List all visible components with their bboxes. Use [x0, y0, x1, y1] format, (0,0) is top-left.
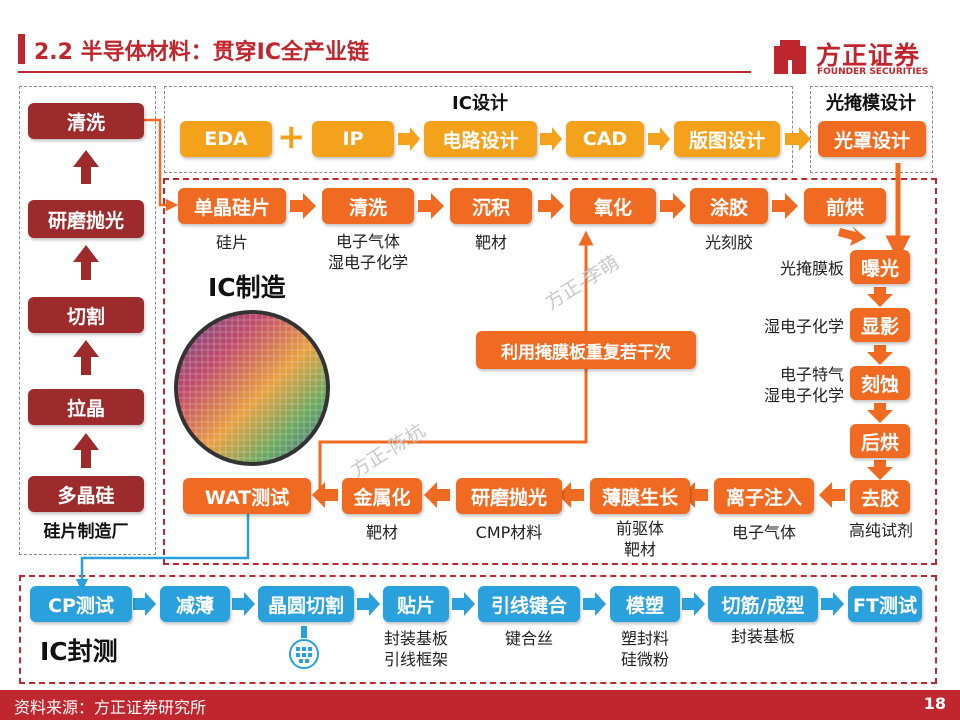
logo-text-en: FOUNDER SECURITIES	[817, 67, 929, 77]
plus-icon: +	[277, 117, 306, 157]
pkg-material-die-attach: 封装基板 引线框架	[366, 628, 466, 670]
logo-mark-icon	[774, 40, 806, 74]
material-silica-powder: 硅微粉	[620, 650, 669, 669]
title-underline	[18, 71, 751, 73]
company-logo: 方正证券 FOUNDER SECURITIES	[770, 36, 950, 82]
fab-material-cleaning: 电子气体 湿电子化学	[318, 231, 418, 273]
photomask-frame	[810, 86, 933, 173]
fab-right-arrows	[867, 287, 893, 480]
pkg-material-substrate: 封装基板	[730, 627, 795, 646]
wafer-step-polysilicon: 多晶硅	[28, 476, 144, 512]
wafer-fab-caption: 硅片制造厂	[43, 522, 129, 542]
pkg-step-dicing: 晶圆切割	[258, 586, 354, 622]
fab-material-photomask: 光掩膜板	[779, 259, 844, 278]
pkg-step-molding: 模塑	[610, 586, 680, 622]
wafer-step-cleaning: 清洗	[28, 103, 144, 139]
fab-step-wat-test: WAT测试	[183, 478, 311, 514]
fab-step-cleaning: 清洗	[322, 188, 414, 224]
fab-step-single-crystal: 单晶硅片	[178, 188, 286, 224]
wafer-fab-frame	[19, 86, 156, 555]
pkg-material-molding: 塑封料 硅微粉	[595, 628, 695, 670]
pkg-step-thinning: 减薄	[160, 586, 230, 622]
pkg-step-trim-form: 切筋/成型	[708, 586, 818, 622]
design-row-arrows	[398, 127, 811, 151]
fab-material-metallization: 靶材	[365, 523, 398, 542]
ic-manufacturing-frame	[163, 178, 937, 565]
fab-step-coating: 涂胶	[690, 188, 768, 224]
ic-packaging-frame	[19, 575, 937, 684]
fab-step-film-growth: 薄膜生长	[590, 478, 690, 514]
repeat-mask-note: 利用掩膜板重复若干次	[476, 331, 696, 369]
fab-material-electronic-gas: 电子气体	[731, 523, 796, 542]
fab-step-strip: 去胶	[850, 480, 910, 514]
page-title: 2.2 半导体材料：贯穿IC全产业链	[34, 40, 369, 65]
ic-packaging-title: IC封测	[40, 637, 118, 666]
pkg-step-die-attach: 贴片	[383, 586, 449, 622]
fab-material-film-growth: 前驱体 靶材	[590, 518, 690, 560]
material-lead-frame: 引线框架	[383, 650, 448, 669]
fab-step-exposure: 曝光	[850, 250, 910, 284]
fab-material-etch: 电子特气 湿电子化学	[734, 364, 844, 406]
material-specialty-gas: 电子特气	[779, 365, 844, 384]
wafer-step-crystal-pulling: 拉晶	[28, 389, 144, 425]
design-step-eda: EDA	[180, 121, 272, 157]
fab-material-target: 靶材	[474, 233, 507, 252]
fab-material-cmp: CMP材料	[475, 523, 543, 542]
fab-step-metallization: 金属化	[342, 478, 422, 514]
bake-to-exposure-arrow	[838, 226, 866, 246]
wafer-step-cutting: 切割	[28, 297, 144, 333]
fab-step-deposition: 沉积	[450, 188, 532, 224]
photomask-title: 光掩模设计	[826, 93, 916, 114]
fab-step-oxidation: 氧化	[570, 188, 656, 224]
packaging-arrows	[133, 592, 844, 616]
fab-step-ion-implant: 离子注入	[714, 478, 814, 514]
material-package-substrate: 封装基板	[383, 629, 448, 648]
ic-manufacturing-title: IC制造	[208, 273, 286, 302]
wafer-image	[174, 310, 330, 466]
logo-text-cn: 方正证券	[816, 41, 921, 70]
fab-step-etch: 刻蚀	[850, 366, 910, 400]
material-target-2: 靶材	[623, 540, 656, 559]
fab-material-high-purity: 高纯试剂	[848, 521, 913, 540]
design-step-cad: CAD	[566, 121, 644, 157]
material-precursor: 前驱体	[615, 519, 664, 538]
design-step-layout: 版图设计	[674, 121, 780, 157]
photomask-step: 光罩设计	[818, 121, 926, 157]
fab-step-postbake: 后烘	[850, 424, 910, 458]
material-wet-chemicals-2: 湿电子化学	[763, 386, 844, 405]
wafer-up-arrows	[73, 150, 99, 468]
fab-to-packaging-connector	[75, 510, 250, 592]
footer-bar	[0, 690, 960, 720]
pkg-material-bond-wire: 键合丝	[504, 629, 553, 648]
material-epoxy-molding: 塑封料	[620, 629, 669, 648]
pkg-step-cp-test: CP测试	[30, 586, 132, 622]
design-step-ip: IP	[312, 121, 394, 157]
wafer-to-fab-connector	[144, 118, 179, 212]
fab-top-arrows	[290, 193, 798, 219]
pkg-step-ft-test: FT测试	[848, 586, 922, 622]
material-electronic-gas: 电子气体	[335, 232, 400, 251]
design-step-circuit: 电路设计	[424, 121, 537, 157]
fab-step-develop: 显影	[850, 308, 910, 342]
fab-material-silicon-wafer: 硅片	[215, 233, 248, 252]
fab-material-develop: 湿电子化学	[763, 317, 844, 336]
fab-step-cmp: 研磨抛光	[456, 478, 562, 514]
footer-source: 资料来源：方正证券研究所	[14, 698, 207, 717]
page-number: 18	[923, 694, 946, 713]
ic-design-frame	[164, 86, 793, 173]
fab-material-photoresist: 光刻胶	[704, 233, 753, 252]
material-wet-chemicals: 湿电子化学	[327, 253, 408, 272]
title-accent-bar	[18, 34, 25, 64]
chip-dicing-icon	[289, 626, 319, 669]
ic-design-title: IC设计	[452, 93, 508, 114]
wafer-step-grinding: 研磨抛光	[28, 200, 144, 238]
fab-step-prebake: 前烘	[804, 188, 886, 224]
pkg-step-wire-bond: 引线键合	[478, 586, 580, 622]
